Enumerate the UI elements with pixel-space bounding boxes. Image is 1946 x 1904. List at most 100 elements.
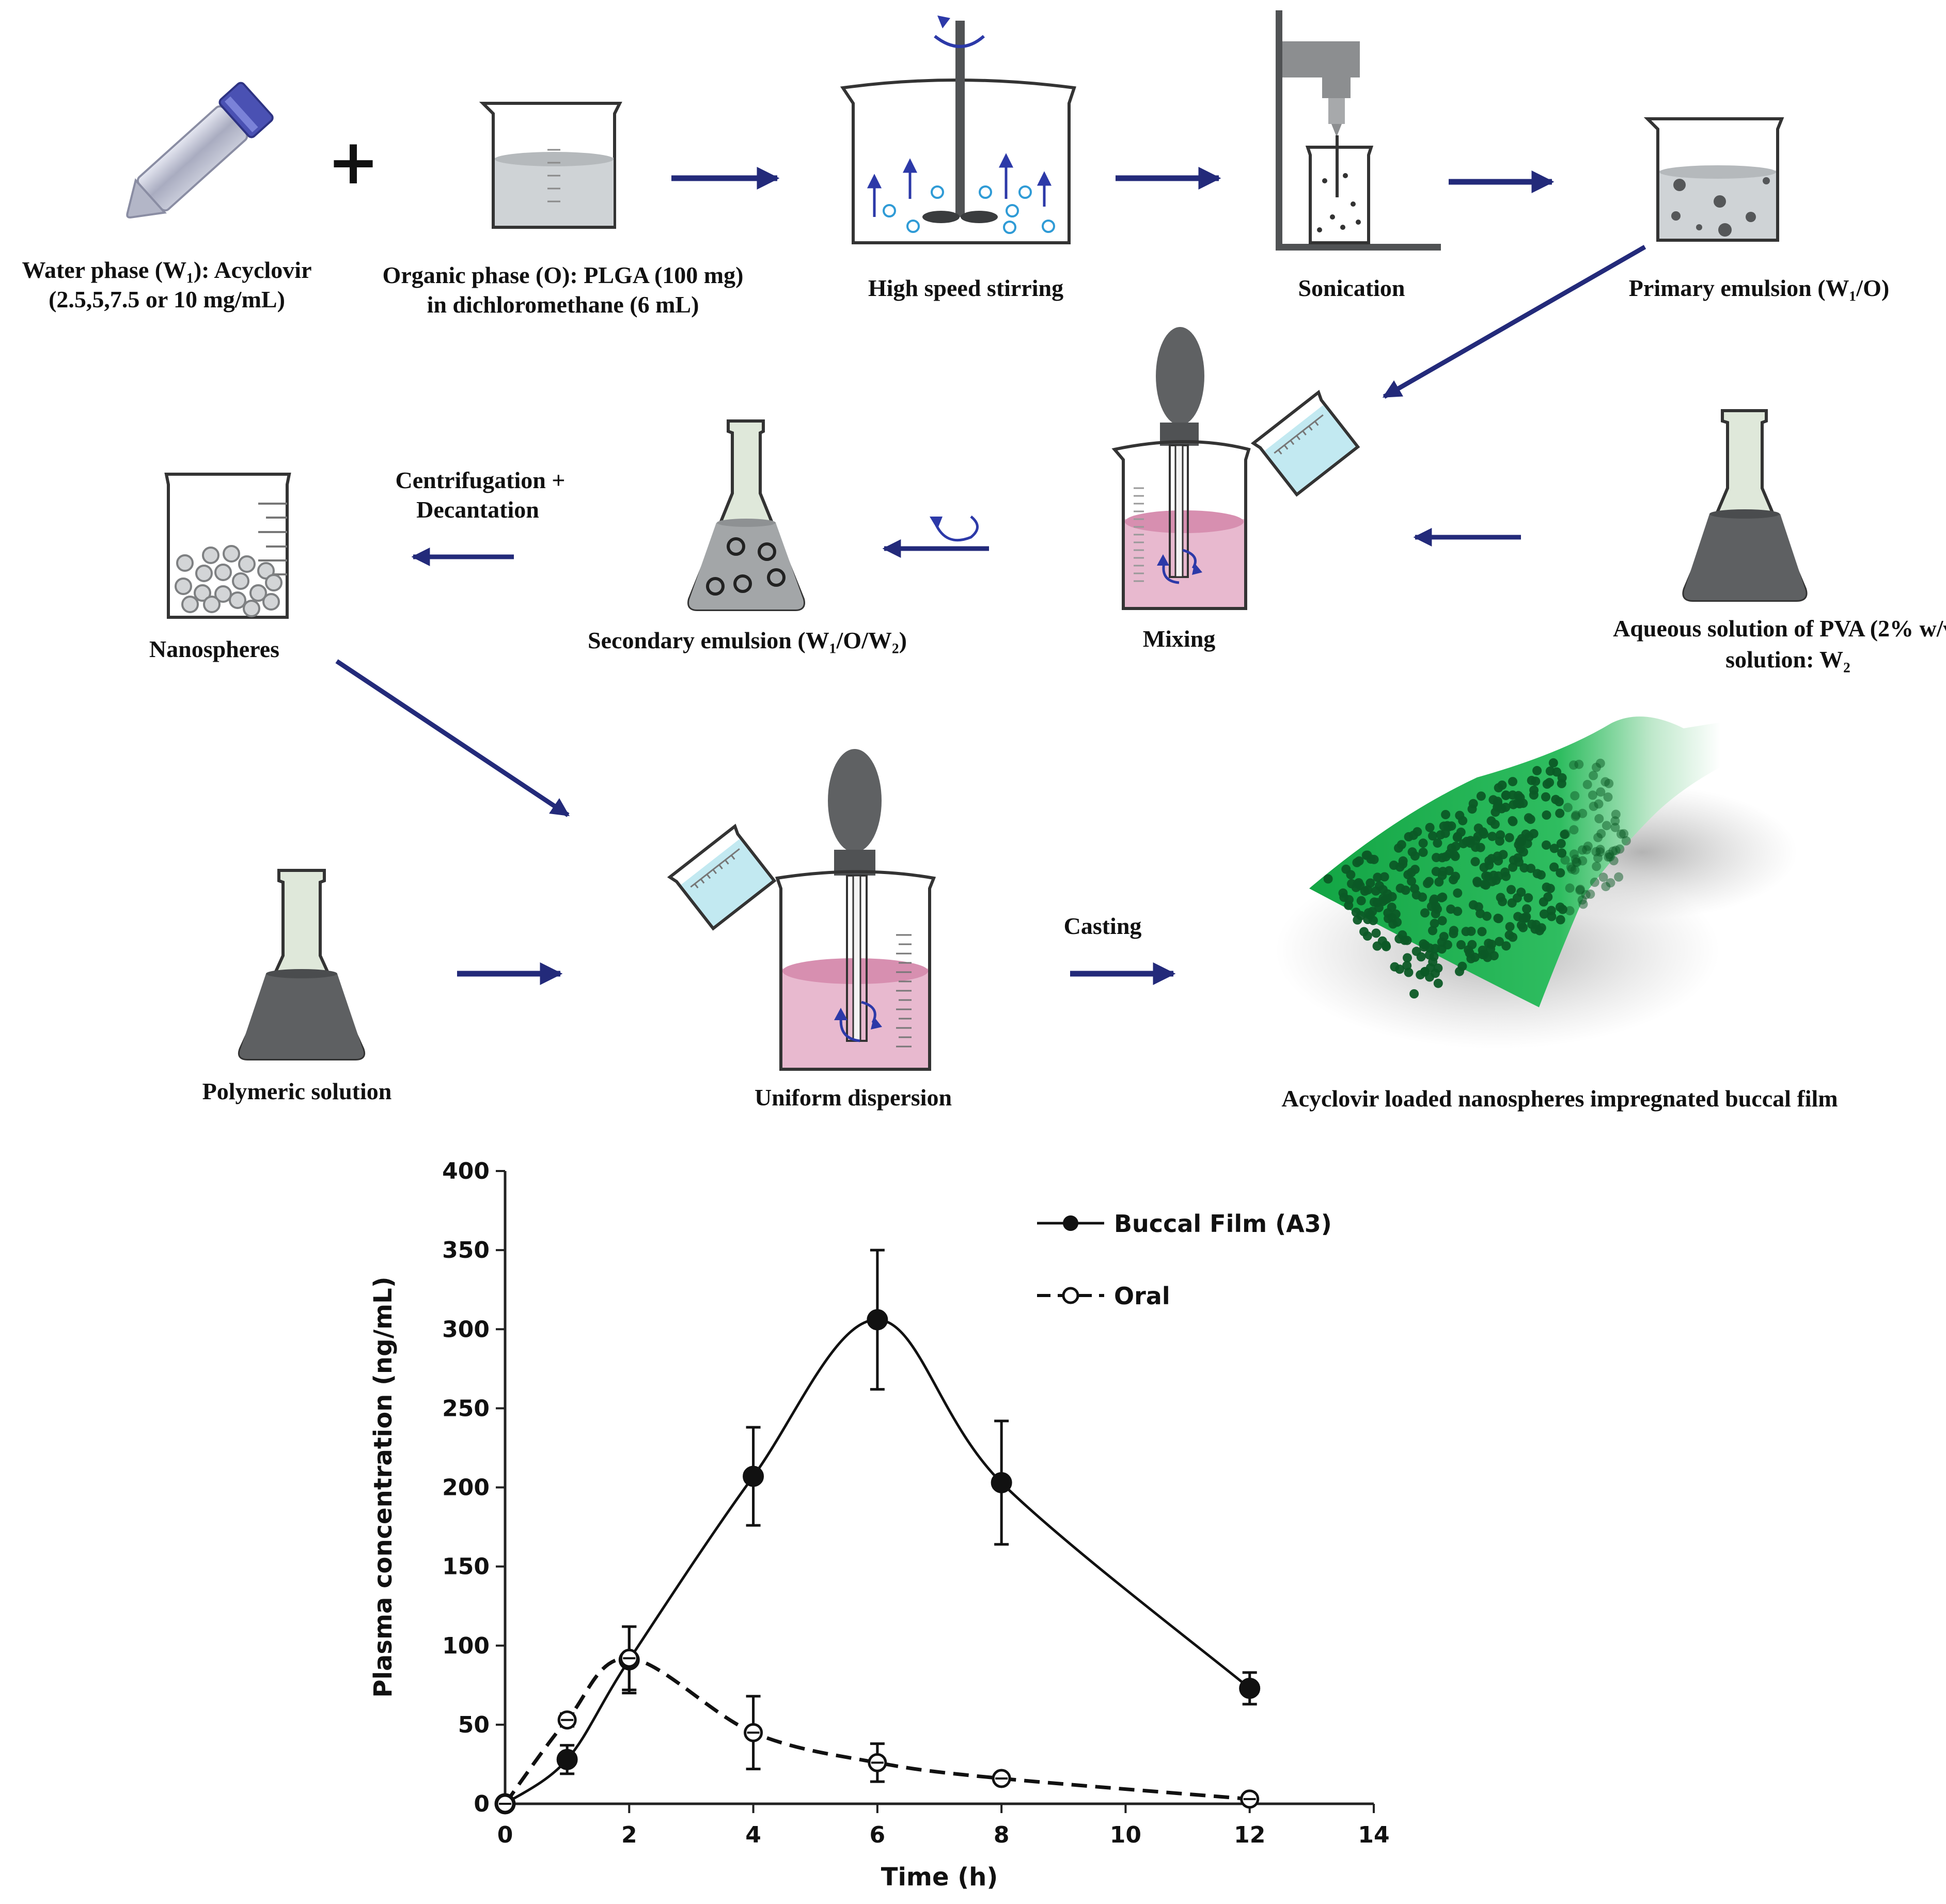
nanosphere-dot (1529, 790, 1539, 800)
nanosphere-dot (1428, 926, 1437, 935)
nanosphere-dot (1565, 906, 1575, 916)
x-tick-label: 0 (497, 1822, 513, 1848)
centrifugation-label-line1: Centrifugation + (395, 467, 565, 493)
nanosphere-dot (1605, 852, 1615, 862)
uniform-dispersion-label: Uniform dispersion (755, 1084, 952, 1111)
nanosphere-dot (1481, 871, 1491, 881)
nanosphere-dot (1461, 927, 1471, 937)
nanosphere-dot (1539, 909, 1549, 919)
nanosphere-dot (1438, 867, 1448, 877)
nanosphere-dot (1556, 839, 1566, 849)
y-tick-label: 350 (442, 1237, 490, 1263)
nanosphere-dot (1532, 766, 1542, 775)
nanosphere-dot (1488, 795, 1498, 805)
pouring-beaker-icon-2 (667, 823, 777, 931)
nanosphere-dot (1431, 867, 1441, 877)
nanosphere-dot (1418, 848, 1428, 857)
nanosphere-dot (1440, 829, 1450, 838)
nanosphere-dot (1379, 872, 1389, 882)
stirring-beaker-icon (840, 15, 1076, 244)
nanosphere-dot (1451, 841, 1461, 851)
organic-phase-label-line1: Organic phase (O): PLGA (100 mg) (383, 262, 744, 288)
x-tick-label: 6 (870, 1822, 886, 1848)
nanosphere-dot (1561, 829, 1571, 839)
nanosphere-dot (1527, 919, 1537, 929)
legend-label-buccal: Buccal Film (A3) (1114, 1210, 1332, 1238)
nanosphere-dot (1518, 923, 1528, 932)
nanosphere-dot (1495, 937, 1504, 946)
nanosphere-dot (1610, 822, 1620, 832)
nanosphere-dot (1487, 854, 1496, 864)
nanosphere-dot (1497, 804, 1506, 814)
nanosphere-dot (1473, 902, 1483, 912)
nanosphere-dot (1504, 833, 1514, 842)
nanosphere-dot (1542, 882, 1551, 892)
nanospheres-beaker-icon (164, 473, 291, 619)
nanosphere-dot (1595, 758, 1605, 768)
secondary-emulsion-label: Secondary emulsion (W₁/O/W₂) (588, 627, 907, 653)
nanosphere-dot (1583, 841, 1593, 851)
nanosphere-dot (1569, 825, 1579, 835)
nanosphere-dot (1410, 851, 1420, 861)
primary-emulsion-label: Primary emulsion (W₁/O) (1629, 275, 1889, 301)
rotation-icon (933, 516, 979, 542)
nanosphere-dot (1429, 951, 1439, 961)
nanosphere-dot (1413, 827, 1422, 837)
nanosphere-dot (1424, 877, 1434, 886)
nanosphere-dot (1467, 940, 1477, 949)
nanosphere-dot (1398, 856, 1408, 866)
nanosphere-dot (1555, 808, 1565, 818)
nanospheres-label: Nanospheres (149, 636, 279, 662)
nanosphere-dot (1366, 878, 1375, 888)
nanosphere-dot (1522, 904, 1532, 914)
nanosphere-dot (1524, 832, 1534, 842)
nanosphere-dot (1558, 904, 1567, 914)
nanosphere-dot (1347, 879, 1356, 888)
nanosphere-dot (1600, 777, 1610, 787)
y-tick-label: 400 (442, 1158, 490, 1184)
nanosphere-dot (1509, 855, 1518, 865)
nanosphere-dot (1575, 885, 1585, 895)
buccal-film-label: Acyclovir loaded nanospheres impregnated… (1281, 1085, 1838, 1112)
nanosphere-dot (1465, 948, 1474, 958)
y-axis-title: Plasma concentration (ng/mL) (369, 1276, 398, 1697)
nanosphere-dot (1543, 892, 1553, 902)
secondary-emulsion-flask-icon (687, 419, 805, 611)
nanosphere-dot (1403, 870, 1413, 880)
test-tube-icon (126, 82, 274, 219)
nanosphere-dot (1497, 781, 1507, 790)
buccal-film-icon (1276, 715, 1797, 1049)
nanosphere-dot (1473, 823, 1483, 833)
nanosphere-dot (1458, 816, 1468, 825)
nanosphere-dot (1556, 868, 1565, 878)
nanosphere-dot (1471, 842, 1481, 852)
x-tick-label: 2 (621, 1822, 637, 1848)
nanosphere-dot (1457, 961, 1467, 971)
water-phase-label-line1: Water phase (W₁): Acyclovir (22, 257, 311, 283)
legend-marker-buccal (1063, 1215, 1078, 1231)
nanosphere-dot (1441, 810, 1451, 819)
legend: Buccal Film (A3) Oral (1037, 1210, 1332, 1310)
nanosphere-dot (1498, 897, 1508, 907)
nanosphere-dot (1567, 864, 1577, 874)
nanosphere-dot (1418, 838, 1428, 848)
legend-label-oral: Oral (1114, 1282, 1170, 1310)
nanosphere-dot (1565, 883, 1575, 893)
mixing-label: Mixing (1143, 626, 1216, 652)
nanosphere-dot (1531, 776, 1541, 786)
y-tick-label: 50 (458, 1712, 490, 1738)
nanosphere-dot (1570, 791, 1580, 801)
nanosphere-dot (1396, 840, 1406, 850)
nanosphere-dot (1389, 861, 1399, 870)
nanosphere-dot (1480, 880, 1489, 889)
nanosphere-dot (1593, 853, 1603, 863)
nanosphere-dot (1521, 912, 1531, 922)
nanosphere-dot (1425, 823, 1435, 832)
nanosphere-dot (1556, 915, 1565, 925)
nanosphere-dot (1352, 857, 1362, 867)
nanosphere-dot (1577, 895, 1587, 905)
nanosphere-dot (1453, 888, 1463, 898)
nanosphere-dot (1371, 928, 1381, 938)
nanosphere-dot (1571, 811, 1580, 821)
nanosphere-dot (1441, 852, 1451, 862)
